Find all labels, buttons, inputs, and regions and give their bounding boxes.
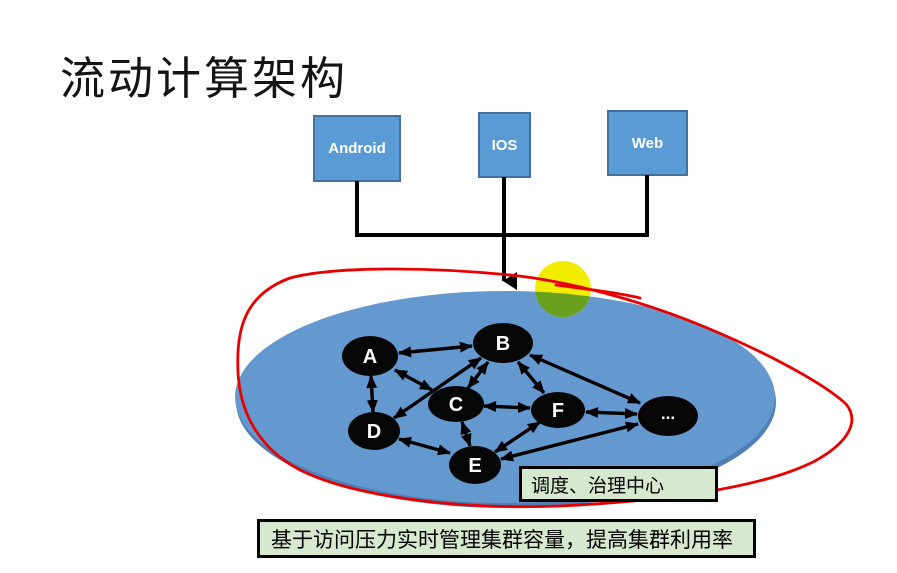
node-E-label: E xyxy=(468,455,481,477)
edge-A-B xyxy=(398,341,473,358)
node-F: F xyxy=(531,392,585,428)
slide-title: 流动计算架构 xyxy=(60,54,349,104)
red-annotation-circle xyxy=(236,267,854,509)
caption-box: 基于访问压力实时管理集群容量，提高集群利用率 xyxy=(257,519,756,558)
client-connector xyxy=(355,175,649,290)
node-B-label: B xyxy=(496,333,510,355)
node-E: E xyxy=(449,446,501,484)
edge-C-F xyxy=(483,401,531,413)
client-box-web: Web xyxy=(607,110,688,176)
node-A: A xyxy=(342,336,398,376)
edge-F-X xyxy=(585,406,638,420)
cluster-edges xyxy=(366,341,641,462)
node-C: C xyxy=(428,386,484,422)
node-more-label: ... xyxy=(661,404,675,423)
edge-D-E xyxy=(398,436,451,456)
client-box-android: Android xyxy=(313,115,401,182)
edge-E-X xyxy=(500,421,639,462)
edge-A-D xyxy=(366,375,378,413)
node-A-label: A xyxy=(363,346,377,368)
edge-B-X xyxy=(529,353,641,405)
node-D-label: D xyxy=(367,421,381,443)
edge-B-D xyxy=(393,356,482,420)
scheduler-label-box: 调度、治理中心 xyxy=(519,466,718,502)
node-more: ... xyxy=(638,396,698,436)
cluster-nodes: A B C D E F .. xyxy=(342,323,698,484)
node-F-label: F xyxy=(552,400,564,422)
node-B: B xyxy=(473,323,533,363)
node-D: D xyxy=(348,412,400,450)
highlight-ball xyxy=(535,261,591,317)
node-C-label: C xyxy=(449,394,463,416)
edge-C-E xyxy=(460,421,472,447)
